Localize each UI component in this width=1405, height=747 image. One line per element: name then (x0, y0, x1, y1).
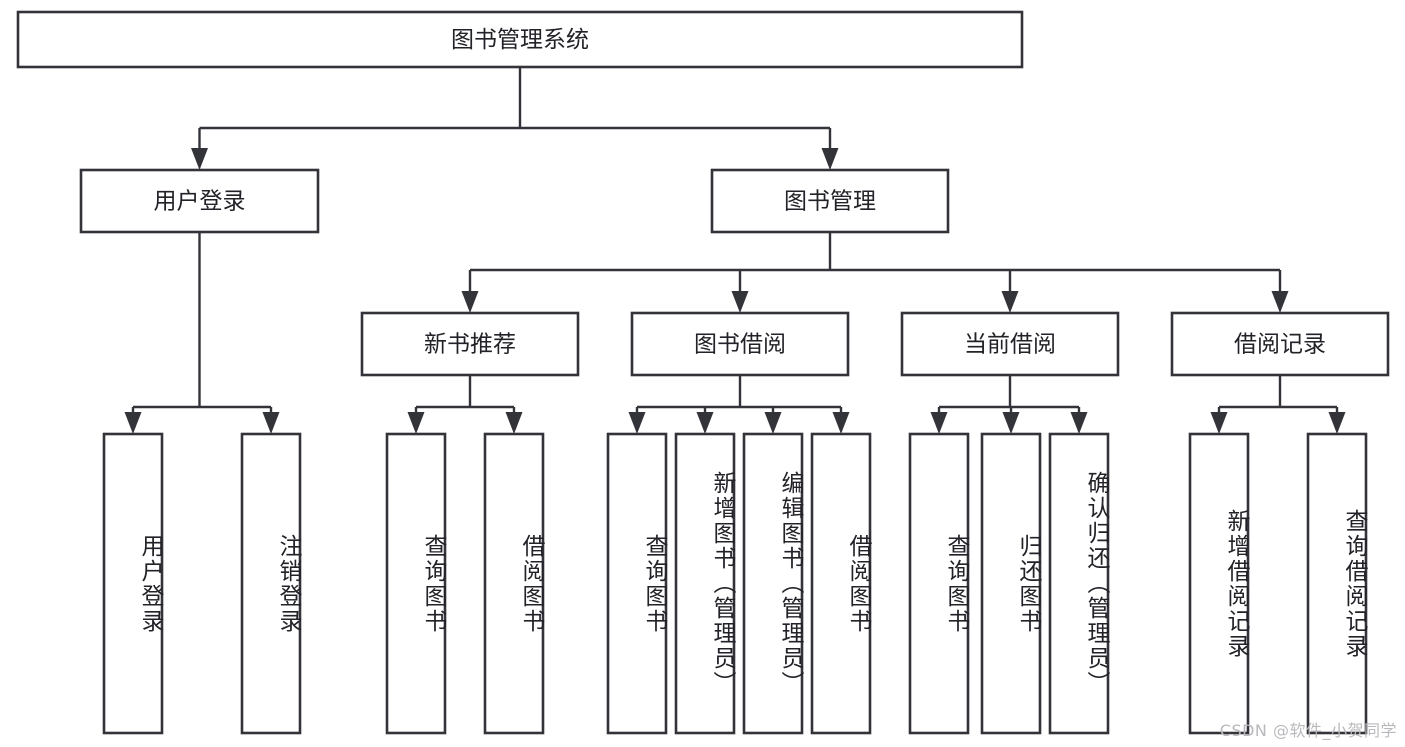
leaf-node-box-9 (980, 432, 1042, 735)
level3-node-label-2: 当前借阅 (964, 332, 1056, 358)
boxes-layer (16, 10, 1390, 735)
level3-node-box-3 (1170, 311, 1390, 377)
leaf-arrow-3-0-arrowhead (930, 412, 948, 434)
root-to-level2-0-arrowhead (191, 148, 208, 170)
leaf-node-box-5 (674, 432, 736, 735)
edges-layer (124, 67, 1346, 434)
level2-node-label-0: 用户登录 (154, 189, 246, 215)
leaf-node-10[interactable] (1048, 432, 1110, 735)
leaf-node-3[interactable] (483, 432, 545, 735)
level2-node-box-1 (710, 168, 950, 234)
level2-node-label-1: 图书管理 (784, 189, 876, 215)
leaf-node-1[interactable] (240, 432, 302, 735)
level2-node-box-0 (79, 168, 320, 234)
leaf-arrow-1-0-arrowhead (407, 412, 425, 434)
leaf-arrow-0-0-arrowhead (124, 412, 142, 434)
leaf-arrow-1-1-arrowhead (505, 412, 523, 434)
leaf-node-box-6 (742, 432, 804, 735)
leaf-node-0[interactable] (102, 432, 164, 735)
root-to-level2-1-arrowhead (821, 148, 839, 170)
level3-node-1[interactable] (630, 311, 850, 377)
root-node-box-0 (16, 10, 1024, 69)
leaf-arrow-2-3-arrowhead (832, 412, 850, 434)
leaf-arrow-2-2-arrowhead (764, 412, 782, 434)
leaf-arrow-3-1-arrowhead (1002, 412, 1020, 434)
watermark-text: CSDN @软件_小贺同学 (1219, 721, 1397, 740)
leaf-node-box-1 (240, 432, 302, 735)
leaf-node-7[interactable] (810, 432, 872, 735)
level3-node-box-1 (630, 311, 850, 377)
leaf-node-8[interactable] (908, 432, 970, 735)
level2-node-0[interactable] (79, 168, 320, 234)
leaf-node-box-2 (385, 432, 447, 735)
level3-node-2[interactable] (900, 311, 1120, 377)
level3-node-label-1: 图书借阅 (694, 332, 786, 358)
leaf-arrow-3-2-arrowhead (1070, 412, 1088, 434)
level2-node-1[interactable] (710, 168, 950, 234)
level3-node-label-0: 新书推荐 (424, 332, 516, 358)
leaf-node-box-11 (1188, 432, 1250, 735)
leaf-node-box-8 (908, 432, 970, 735)
leaf-node-box-10 (1048, 432, 1110, 735)
level3-node-box-0 (360, 311, 580, 377)
level2-to-level3-1-arrowhead (731, 291, 749, 313)
leaf-node-2[interactable] (385, 432, 447, 735)
leaf-arrow-2-0-arrowhead (628, 412, 646, 434)
leaf-node-box-7 (810, 432, 872, 735)
leaf-node-box-0 (102, 432, 164, 735)
leaf-arrow-2-1-arrowhead (696, 412, 714, 434)
leaf-node-12[interactable] (1306, 432, 1368, 735)
root-node-label-0: 图书管理系统 (451, 27, 589, 53)
leaf-node-box-4 (606, 432, 668, 735)
root-node-0[interactable] (16, 10, 1024, 69)
level2-to-level3-3-arrowhead (1271, 291, 1289, 313)
level3-node-box-2 (900, 311, 1120, 377)
level3-node-3[interactable] (1170, 311, 1390, 377)
level2-to-level3-0-arrowhead (461, 291, 479, 313)
leaf-node-5[interactable] (674, 432, 736, 735)
leaf-node-11[interactable] (1188, 432, 1250, 735)
leaf-node-6[interactable] (742, 432, 804, 735)
leaf-node-9[interactable] (980, 432, 1042, 735)
level3-node-label-3: 借阅记录 (1234, 332, 1326, 358)
level3-node-0[interactable] (360, 311, 580, 377)
leaf-arrow-0-1-arrowhead (262, 412, 280, 434)
level2-to-level3-2-arrowhead (1001, 291, 1019, 313)
leaf-arrow-4-1-arrowhead (1328, 412, 1346, 434)
leaf-node-box-12 (1306, 432, 1368, 735)
leaf-node-box-3 (483, 432, 545, 735)
leaf-node-4[interactable] (606, 432, 668, 735)
leaf-arrow-4-0-arrowhead (1210, 412, 1228, 434)
